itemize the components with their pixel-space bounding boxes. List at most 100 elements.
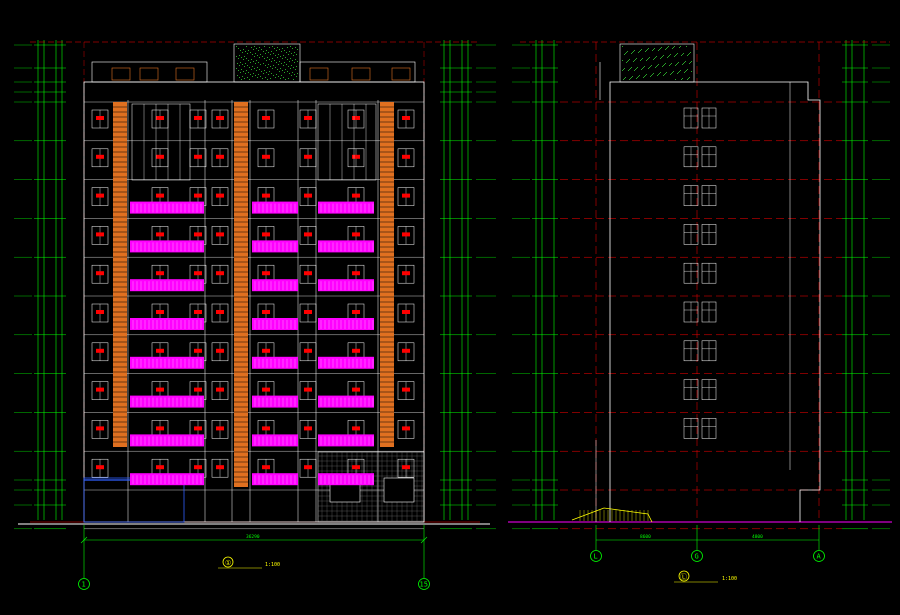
tower-texture-dot — [239, 65, 240, 66]
tower-texture-dot — [273, 75, 274, 76]
roof-window — [139, 67, 159, 81]
tower-texture-dot — [641, 69, 642, 70]
tower-texture-dot — [688, 78, 689, 79]
tower-texture-dot — [658, 64, 659, 65]
tower-texture-dot — [649, 57, 650, 58]
tower-texture-dot — [242, 64, 243, 65]
window-label-mark — [156, 116, 164, 120]
window-label-mark — [262, 426, 270, 431]
window-label-mark — [352, 193, 360, 198]
tower-texture-dot — [634, 50, 635, 51]
window-label-mark — [96, 465, 104, 470]
balcony-railing — [130, 473, 204, 486]
tower-texture-dot — [250, 74, 251, 75]
tower-texture-dot — [243, 59, 244, 60]
tower-texture-dot — [678, 72, 679, 73]
tower-texture-dot — [667, 57, 668, 58]
tower-texture-dot — [622, 60, 623, 61]
tower-texture-dot — [258, 74, 259, 75]
grid-label-G: G — [695, 553, 699, 561]
tower-texture-dot — [272, 46, 273, 47]
tower-texture-dot — [661, 47, 662, 48]
front-overall-dimension: 36290 — [80, 534, 428, 544]
tower-texture-dot — [289, 73, 290, 74]
curtain-wall — [131, 103, 191, 181]
tower-texture-dot — [282, 70, 283, 71]
tower-texture-dot — [689, 53, 690, 54]
tower-texture-dot — [237, 75, 238, 76]
tower-texture-dot — [250, 62, 251, 63]
tower-texture-dot — [254, 68, 255, 69]
tower-texture-dot — [291, 75, 292, 76]
tower-texture-dot — [248, 60, 249, 61]
window-label-mark — [402, 310, 410, 314]
tower-texture-dot — [656, 56, 657, 57]
tower-texture-dot — [280, 68, 281, 69]
tower-texture-dot — [246, 70, 247, 71]
tower-texture-dot — [242, 76, 243, 77]
window-label-mark — [194, 426, 202, 431]
tower-texture-dot — [247, 53, 248, 54]
tower-texture-dot — [269, 59, 270, 60]
window-label-mark — [156, 310, 164, 314]
tower-texture-dot — [240, 62, 241, 63]
tower-texture-dot — [670, 54, 671, 55]
tower-texture-dot — [292, 72, 293, 73]
orange-shaft — [113, 102, 127, 447]
tower-texture-dot — [681, 55, 682, 56]
tower-texture-dot — [652, 50, 653, 51]
tower-texture-dot — [254, 46, 255, 47]
tower-texture-dot — [677, 53, 678, 54]
tower-texture-dot — [657, 75, 658, 76]
tower-texture-dot — [627, 51, 628, 52]
window-label-mark — [262, 310, 270, 314]
window-label-mark — [216, 232, 224, 237]
tower-texture-dot — [248, 50, 249, 51]
tower-texture-dot — [266, 50, 267, 51]
tower-texture-dot — [636, 58, 637, 59]
tower-texture-dot — [682, 78, 683, 79]
tower-texture-dot — [262, 56, 263, 57]
window-label-mark — [156, 426, 164, 431]
tower-texture-dot — [278, 54, 279, 55]
tower-texture-dot — [631, 77, 632, 78]
tower-texture-dot — [287, 59, 288, 60]
tower-texture-dot — [241, 79, 242, 80]
window-label-mark — [216, 465, 224, 470]
tower-texture-dot — [641, 49, 642, 50]
window-label-mark — [262, 116, 270, 120]
tower-texture-dot — [673, 47, 674, 48]
front-grid-bubble-right: 15 — [418, 525, 430, 590]
tower-texture-dot — [278, 76, 279, 77]
tower-texture-dot — [238, 48, 239, 49]
tower-texture-dot — [270, 78, 271, 79]
tower-texture-dot — [279, 71, 280, 72]
tower-texture-dot — [283, 65, 284, 66]
tower-texture-dot — [624, 54, 625, 55]
tower-texture-dot — [685, 71, 686, 72]
tower-texture-dot — [648, 58, 649, 59]
window-label-mark — [156, 387, 164, 392]
tower-texture-dot — [261, 49, 262, 50]
window-label-mark — [194, 116, 202, 120]
window-label-mark — [262, 465, 270, 470]
tower-texture-dot — [262, 78, 263, 79]
tower-texture-dot — [282, 48, 283, 49]
tower-texture-dot — [654, 58, 655, 59]
grid-label-1: 1 — [82, 581, 86, 589]
front-title-scale: 1:100 — [265, 562, 280, 568]
balcony-railing — [130, 434, 204, 447]
tower-texture-dot — [623, 69, 624, 70]
tower-texture-dot — [661, 57, 662, 58]
side-elevation-building — [571, 43, 821, 523]
tower-texture-dot — [630, 78, 631, 79]
side-elevation-dimension-lines — [512, 40, 890, 530]
tower-texture-dot — [286, 52, 287, 53]
tower-texture-dot — [272, 58, 273, 59]
orange-shaft — [380, 102, 394, 447]
front-elevation-title: ① 1:100 — [218, 556, 280, 569]
window-label-mark — [304, 154, 312, 159]
tower-texture-dot — [249, 79, 250, 80]
tower-texture-dot — [293, 55, 294, 56]
tower-texture-dot — [297, 73, 298, 74]
